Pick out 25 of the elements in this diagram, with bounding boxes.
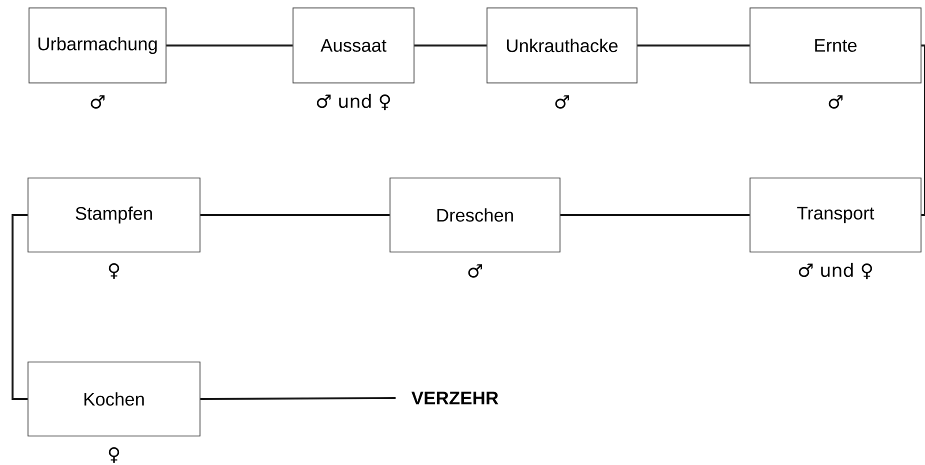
process-box: Urbarmachung (28, 8, 166, 84)
process-box: Aussaat (292, 8, 414, 84)
sex-symbol-label: ♂ und ♀ (316, 94, 390, 110)
connector-line (166, 44, 293, 46)
process-box: Dreschen (390, 178, 560, 252)
process-box: Transport (750, 178, 922, 252)
connector-line (200, 214, 390, 216)
connector-line (200, 397, 396, 400)
connector-line (12, 214, 28, 400)
connector-line (637, 44, 750, 46)
process-box: Stampfen (28, 178, 200, 252)
connector-line (414, 44, 487, 46)
process-box: Kochen (28, 362, 200, 436)
process-box: Ernte (750, 8, 922, 84)
sex-symbol-label: ♂ (828, 95, 843, 109)
sex-symbol-label: ♂ (468, 264, 482, 278)
bare-text: VERZEHR (411, 392, 498, 404)
connector-line (560, 214, 750, 216)
sex-symbol-label: ♂ und ♀ (798, 262, 872, 280)
connector-line (921, 44, 925, 216)
process-box: Unkrauthacke (486, 8, 638, 84)
sex-symbol-label: ♀ (108, 447, 120, 463)
sex-symbol-label: ♀ (108, 263, 120, 279)
sex-symbol-label: ♂ (90, 95, 105, 109)
sex-symbol-label: ♂ (555, 95, 569, 109)
